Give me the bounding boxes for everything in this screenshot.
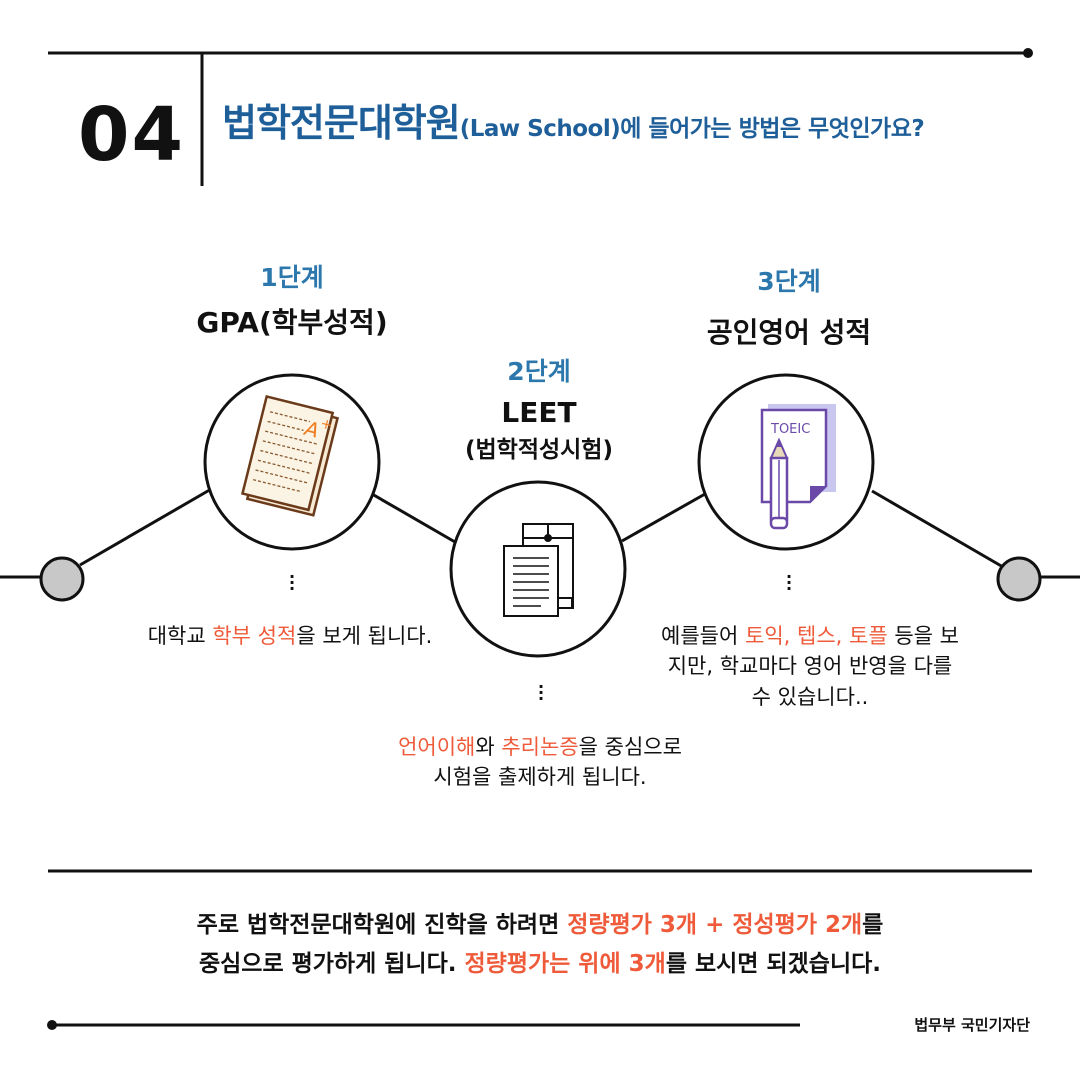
graded-paper-icon: A + bbox=[240, 394, 340, 517]
stage1-name: GPA(학부성적) bbox=[196, 306, 388, 339]
svg-text:A: A bbox=[300, 416, 321, 443]
top-rule-end-dot bbox=[1023, 48, 1033, 58]
envelope-document-icon bbox=[503, 523, 574, 617]
toeic-book-pencil-icon: TOEIC bbox=[760, 404, 836, 530]
toeic-label: TOEIC bbox=[770, 422, 810, 437]
stage2-label: 2단계 bbox=[507, 357, 571, 386]
stage3-label: 3단계 bbox=[757, 267, 821, 296]
timeline-end-node bbox=[996, 556, 1042, 602]
stage2-desc: 언어이해와 추리논증을 중심으로 시험을 출제하게 됩니다. bbox=[398, 735, 682, 790]
svg-text:+: + bbox=[319, 416, 334, 434]
page-title: 법학전문대학원(Law School)에 들어가는 방법은 무엇인가요? bbox=[222, 92, 925, 147]
stage3-dots: ··· bbox=[785, 567, 793, 598]
stage1-label: 1단계 bbox=[260, 263, 324, 292]
title-rest: (Law School)에 들어가는 방법은 무엇인가요? bbox=[459, 116, 925, 142]
stage2-dots: ··· bbox=[537, 677, 545, 708]
timeline-start-node bbox=[39, 556, 85, 602]
section-number: 04 bbox=[78, 92, 185, 178]
stage2-sub: (법학적성시험) bbox=[465, 437, 613, 463]
footer-rule-dot bbox=[47, 1020, 57, 1030]
stage3-name: 공인영어 성적 bbox=[706, 316, 872, 349]
footer-credit: 법무부 국민기자단 bbox=[914, 1016, 1030, 1034]
stage1-desc: 대학교 학부 성적을 보게 됩니다. bbox=[147, 624, 433, 648]
title-main: 법학전문대학원 bbox=[222, 101, 461, 145]
stage2-name: LEET bbox=[501, 396, 577, 429]
stage1-dots: ··· bbox=[288, 567, 296, 598]
stage3-desc: 예를들어 토익, 텝스, 토플 등을 보 지만, 학교마다 영어 반영을 다를 … bbox=[661, 624, 959, 709]
summary-text: 주로 법학전문대학원에 진학을 하려면 정량평가 3개 + 정성평가 2개를 중… bbox=[196, 912, 884, 978]
